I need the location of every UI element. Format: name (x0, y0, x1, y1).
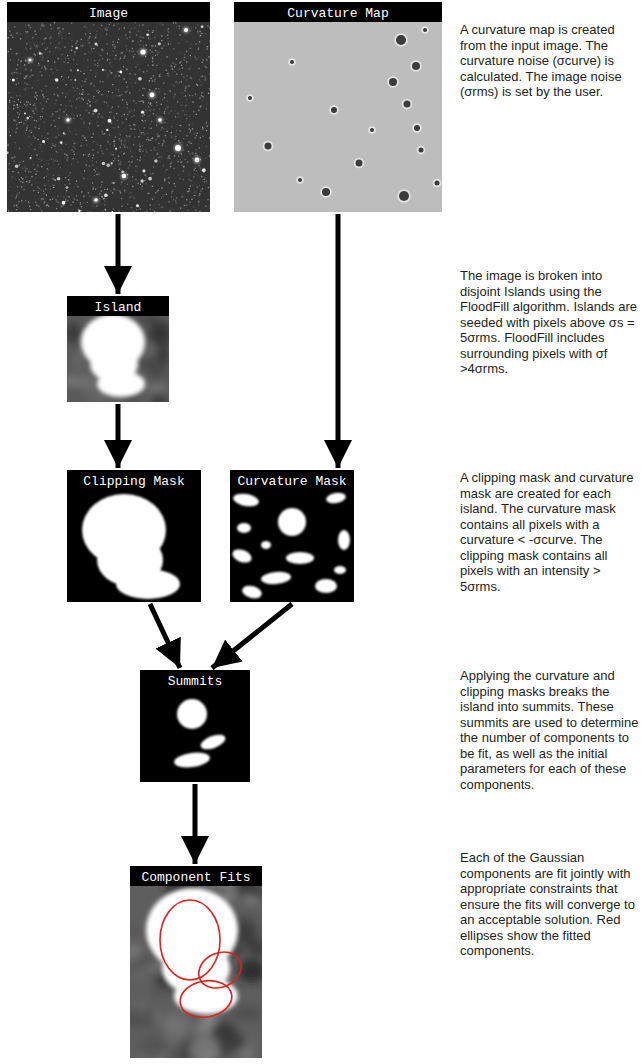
panel-title: Component Fits (141, 870, 250, 885)
blob (194, 1021, 206, 1035)
mask-blob (82, 494, 180, 599)
panel-title: Curvature Map (287, 6, 388, 21)
fit-ellipses (160, 900, 247, 1021)
blob (170, 1045, 183, 1058)
step-description: A curvature map is created from the inpu… (460, 22, 640, 100)
step-description: Each of the Gaussian components are fit … (460, 850, 640, 959)
image-panel: Component Fits (130, 866, 262, 1058)
blob (334, 566, 346, 574)
island-blob (146, 888, 238, 1014)
blob (151, 393, 167, 402)
blob (237, 523, 251, 533)
blob (174, 978, 238, 1014)
step-description: Applying the curvature and clipping mask… (460, 668, 640, 792)
blob (325, 491, 346, 504)
flow-arrow (116, 214, 121, 294)
panel-ground (140, 690, 250, 782)
curvature-dots (246, 26, 441, 203)
fit-ellipse (177, 977, 234, 1021)
fit-ellipse (160, 900, 220, 980)
blob (199, 732, 228, 752)
panel-ground (67, 490, 201, 602)
blob (130, 1007, 157, 1027)
image-panel: Summits (140, 670, 250, 782)
image-panel: Island (67, 296, 169, 402)
panel-title-bar: Summits (140, 670, 250, 690)
step-description: The image is broken into disjoint Island… (460, 268, 640, 377)
panel-title-bar: Image (7, 2, 210, 22)
panel-title-bar: Component Fits (130, 866, 262, 886)
curvature-mask-image (230, 490, 354, 602)
blob (116, 569, 180, 599)
blob (286, 552, 314, 564)
island-image (67, 316, 169, 402)
component-fits-image (130, 886, 262, 1058)
panel-title-bar: Curvature Mask (230, 470, 354, 490)
blob (241, 584, 263, 601)
blob (173, 751, 211, 770)
blob (234, 886, 260, 897)
fit-ellipse (193, 945, 247, 994)
blob (338, 530, 350, 550)
flow-arrow (336, 214, 341, 468)
blob (97, 371, 145, 397)
blob (163, 1012, 193, 1034)
blob (261, 571, 292, 586)
star-field-image (7, 22, 210, 212)
curvature-map-image (234, 22, 442, 212)
noise-mottle (130, 886, 262, 1058)
summits-image (140, 690, 250, 782)
flow-arrow (193, 784, 198, 864)
panel-ground (234, 22, 442, 212)
panel-title: Summits (168, 674, 223, 689)
panel-title: Island (95, 300, 142, 315)
clipping-mask-image (67, 490, 201, 602)
blob (130, 926, 145, 938)
panel-title-bar: Curvature Map (234, 2, 442, 22)
blob (232, 492, 260, 508)
blob (130, 944, 141, 960)
panel-title: Curvature Mask (237, 474, 346, 489)
summit-blobs (173, 699, 227, 769)
step-description: A clipping mask and curvature mask are c… (460, 470, 640, 594)
flow-arrow (150, 604, 180, 668)
panel-title: Image (89, 6, 128, 21)
panel-ground (7, 22, 210, 212)
blob (177, 699, 207, 729)
panel-ground (230, 490, 354, 602)
mask-blobs (231, 491, 350, 600)
panel-title-bar: Clipping Mask (67, 470, 201, 490)
island-blob (81, 316, 145, 397)
flow-arrow (212, 604, 292, 668)
star-dots (7, 25, 206, 212)
flow-arrow (116, 404, 121, 468)
blob (261, 541, 271, 549)
blob (139, 1037, 166, 1058)
noise-mottle (67, 316, 169, 402)
blob (315, 579, 337, 593)
blob (231, 1007, 259, 1020)
pixel-noise (7, 22, 210, 212)
image-panel: Image (7, 2, 210, 212)
blob (149, 322, 169, 346)
image-panel: Curvature Mask (230, 470, 354, 602)
blob (278, 508, 306, 536)
image-panel: Curvature Map (234, 2, 442, 212)
blob (67, 322, 81, 343)
panel-title: Clipping Mask (83, 474, 184, 489)
image-panel: Clipping Mask (67, 470, 201, 602)
blob (190, 1037, 219, 1058)
panel-title-bar: Island (67, 296, 169, 316)
blob (231, 547, 254, 565)
blob (131, 967, 158, 980)
